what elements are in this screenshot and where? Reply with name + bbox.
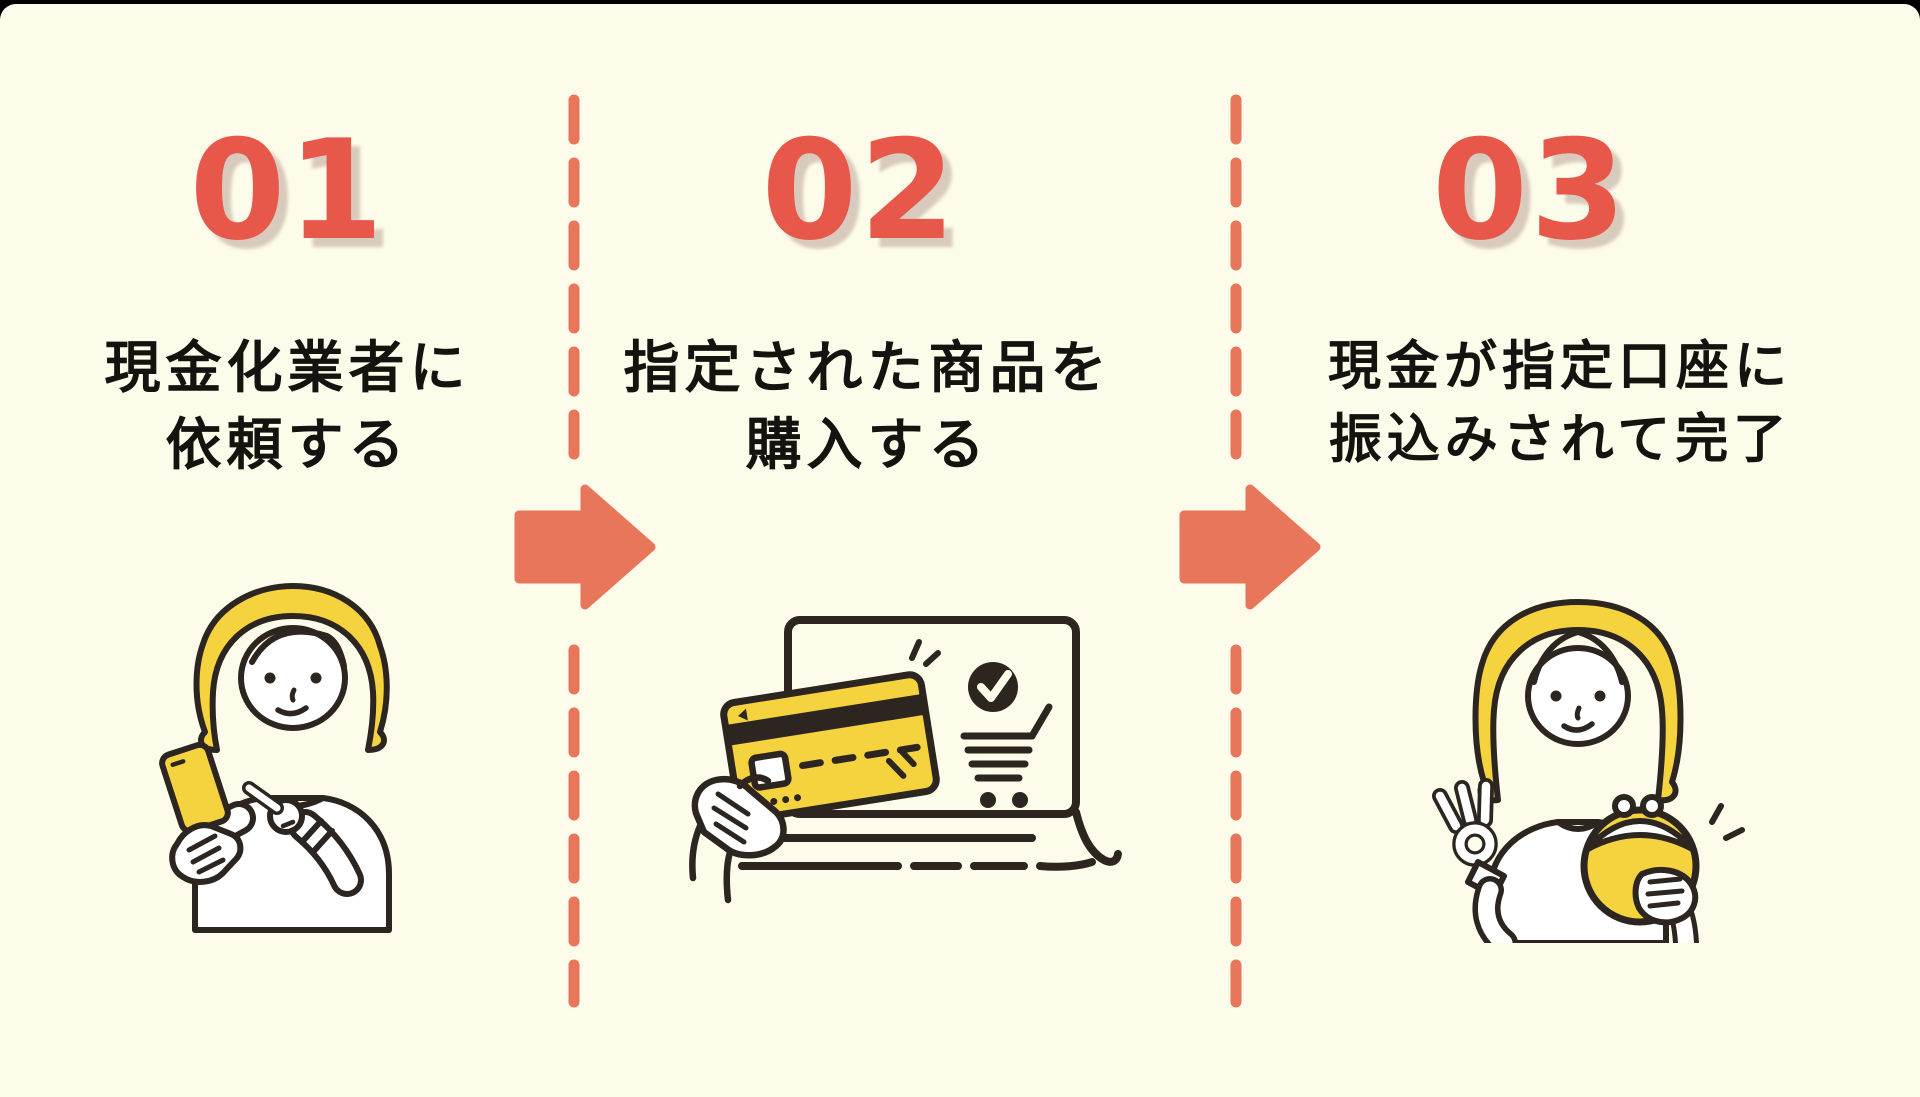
step-2-caption: 指定された商品を 購入する [537,330,1198,485]
right-arrow-icon-2 [1179,484,1321,610]
step-1-caption: 現金化業者に 依頼する [0,330,575,485]
dashed-divider-2 [1230,94,1242,1008]
step-3-caption-line2: 振込みされて完了 [1328,409,1792,471]
step-1-caption-line1: 現金化業者に [104,336,471,401]
step-2-caption-line2: 購入する [745,413,990,479]
step-3-number: 03 [1431,110,1629,271]
step-1-number: 01 [189,110,386,271]
step-2-caption-line1: 指定された商品を [623,336,1112,401]
dashed-divider-1 [568,94,580,1008]
step-3-caption: 現金が指定口座に 振込みされて完了 [1218,330,1902,476]
step-2-number: 02 [761,110,958,271]
right-arrow-icon-1 [514,484,656,610]
woman-using-smartphone-illustration [159,583,392,933]
step-3: 03 現金が指定口座に 振込みされて完了 [1236,4,1920,1097]
step-2: 02 指定された商品を 購入する [575,4,1236,1097]
credit-card-laptop-purchase-illustration [689,616,1122,904]
step-3-caption-line1: 現金が指定口座に [1328,336,1792,397]
woman-ok-sign-with-purse-illustration [1432,599,1745,943]
step-1-caption-line2: 依頼する [165,413,410,479]
step-1: 01 現金化業者に 依頼する [0,4,575,1097]
panel-background: 01 現金化業者に 依頼する 02 指定された商品を 購入する 03 現金が指定… [0,4,1920,1097]
